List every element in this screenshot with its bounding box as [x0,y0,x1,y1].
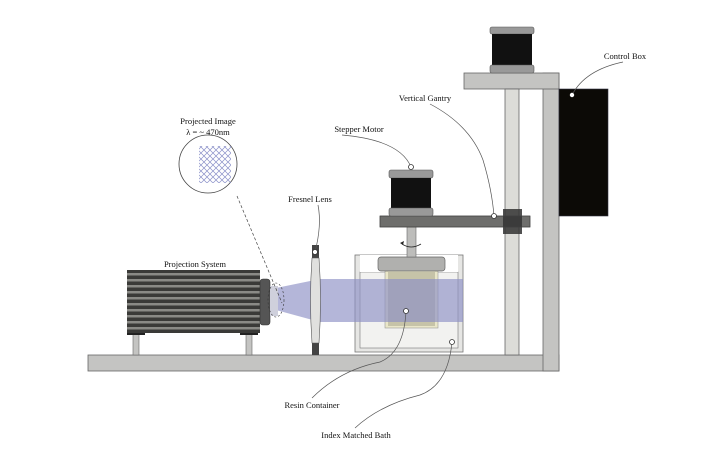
projector-fin [127,273,260,276]
fresnel-lens [310,245,321,355]
projector-fin [127,297,260,300]
gantry-clamp [503,209,522,234]
projector-fin [127,309,260,312]
label-wavelength: λ = ~ 470nm [186,127,230,137]
control-box [558,88,609,217]
leader-lines [311,61,624,429]
projector-fin [127,291,260,294]
build-platform [377,256,446,272]
projector-fin [127,303,260,306]
label-resin-container: Resin Container [284,400,339,410]
label-control-box: Control Box [604,51,647,61]
leader-dots [312,92,575,345]
top-motor [489,26,535,74]
stepper-motor [388,169,434,217]
light-beam [276,279,463,322]
label-index-matched-bath: Index Matched Bath [321,430,391,440]
base-plate [87,354,560,372]
lattice-pattern [199,146,231,183]
projected-image-magnifier [178,134,283,304]
label-stepper-motor: Stepper Motor [334,124,384,134]
projector-fin [127,285,260,288]
projector-fin [127,321,260,324]
projector-fin [127,327,260,330]
projector-fin [127,279,260,282]
label-projected-image: Projected Image [180,116,236,126]
projector-fin [127,315,260,318]
label-vertical-gantry: Vertical Gantry [399,93,452,103]
label-fresnel-lens: Fresnel Lens [288,194,332,204]
label-projection-system: Projection System [164,259,226,269]
rotation-arrow-icon [401,243,422,248]
shaft [406,226,417,258]
projection-system [127,270,285,356]
